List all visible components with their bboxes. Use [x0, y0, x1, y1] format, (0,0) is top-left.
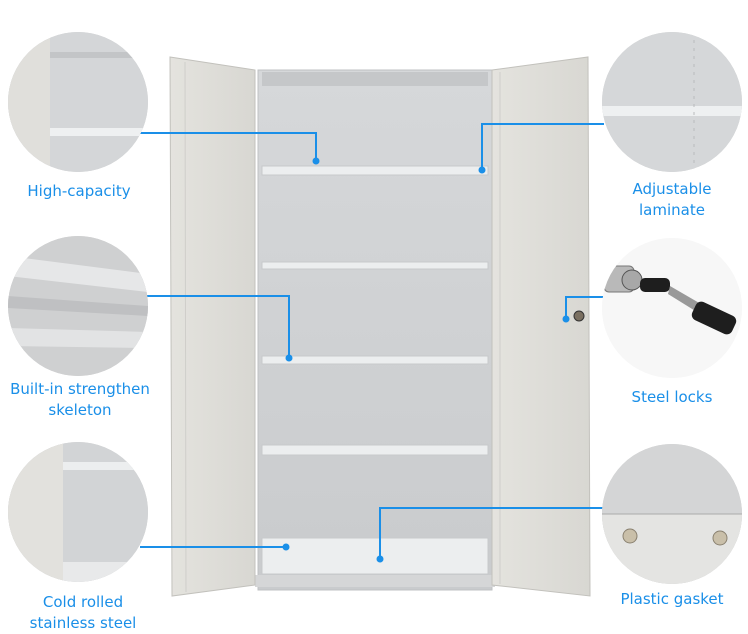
shelf — [261, 261, 489, 270]
detail-adjustable-laminate — [602, 32, 742, 172]
shelf — [261, 355, 489, 365]
shelf — [261, 444, 489, 456]
label-line: stainless steel — [29, 614, 137, 632]
right-door — [491, 56, 591, 597]
shelves — [261, 165, 489, 575]
label-built-in-skeleton: Built-in strengthen skeleton — [0, 379, 160, 421]
detail-high-capacity — [8, 32, 148, 172]
detail-steel-locks — [602, 238, 742, 378]
label-line: skeleton — [48, 401, 112, 419]
detail-skeleton — [8, 236, 148, 376]
door-lock — [573, 310, 585, 322]
callout-lines — [140, 123, 604, 558]
detail-cold-rolled-steel — [8, 442, 148, 582]
callout-dots — [282, 157, 570, 563]
shelf — [261, 165, 489, 176]
detail-plastic-gasket — [602, 444, 742, 584]
left-door — [169, 56, 256, 597]
label-line: Adjustable — [632, 180, 712, 198]
label-steel-locks: Steel locks — [631, 388, 713, 406]
label-cold-rolled-steel: Cold rolled stainless steel — [0, 592, 166, 634]
label-adjustable-laminate: Adjustable laminate — [596, 179, 748, 221]
label-high-capacity: High-capacity — [27, 182, 131, 200]
label-line: laminate — [639, 201, 705, 219]
label-line: Built-in strengthen — [10, 380, 150, 398]
label-line: Cold rolled — [42, 593, 124, 611]
cabinet-floor — [261, 537, 489, 575]
cabinet-interior — [257, 69, 493, 591]
label-plastic-gasket: Plastic gasket — [620, 590, 724, 608]
